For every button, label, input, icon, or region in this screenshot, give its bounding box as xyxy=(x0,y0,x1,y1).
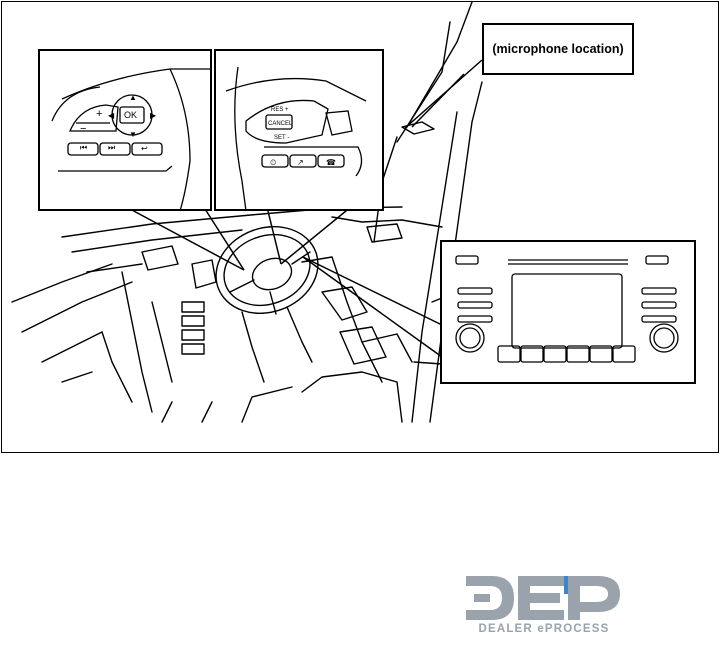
dep-logo-mark xyxy=(460,568,626,624)
svg-text:▼: ▼ xyxy=(129,130,137,139)
set-minus-label: SET - xyxy=(274,135,289,141)
volume-plus-label: + xyxy=(96,108,102,120)
res-plus-label: RES + xyxy=(271,107,289,113)
svg-text:◀: ◀ xyxy=(108,111,115,120)
svg-text:⏮: ⏮ xyxy=(80,143,87,152)
svg-text:▶: ▶ xyxy=(150,111,157,120)
svg-text:↩: ↩ xyxy=(141,144,148,153)
audio-unit-drawing xyxy=(442,242,698,386)
steering-switch-right-inset: ⏲ ↗ ☎ RES + CANCEL SET - xyxy=(214,49,384,211)
steering-switch-left-inset: ⏮ ⏭ ↩ ▲ ▼ ◀ ▶ OK + − xyxy=(38,49,212,211)
microphone-location-label: (microphone location) xyxy=(482,23,634,75)
volume-minus-label: − xyxy=(80,123,86,135)
dealer-eprocess-logo: DEALER eP​ROCESS xyxy=(460,568,626,640)
svg-text:▲: ▲ xyxy=(129,93,137,102)
audio-unit-inset xyxy=(440,240,696,384)
cancel-label: CANCEL xyxy=(268,121,293,127)
ok-button-label: OK xyxy=(124,110,137,120)
right-switch-drawing: ⏲ ↗ ☎ RES + CANCEL SET - xyxy=(216,51,386,213)
logo-subtitle: DEALER eP​ROCESS xyxy=(462,623,626,635)
svg-text:☎: ☎ xyxy=(326,158,336,167)
svg-text:↗: ↗ xyxy=(297,158,304,167)
svg-text:⏭: ⏭ xyxy=(108,143,115,152)
dashboard-illustration: (microphone location) ⏮ ⏭ ↩ ▲ ▼ ◀ ▶ xyxy=(1,1,719,453)
svg-text:⏲: ⏲ xyxy=(270,158,276,167)
left-switch-drawing: ⏮ ⏭ ↩ ▲ ▼ ◀ ▶ OK + − xyxy=(40,51,214,213)
